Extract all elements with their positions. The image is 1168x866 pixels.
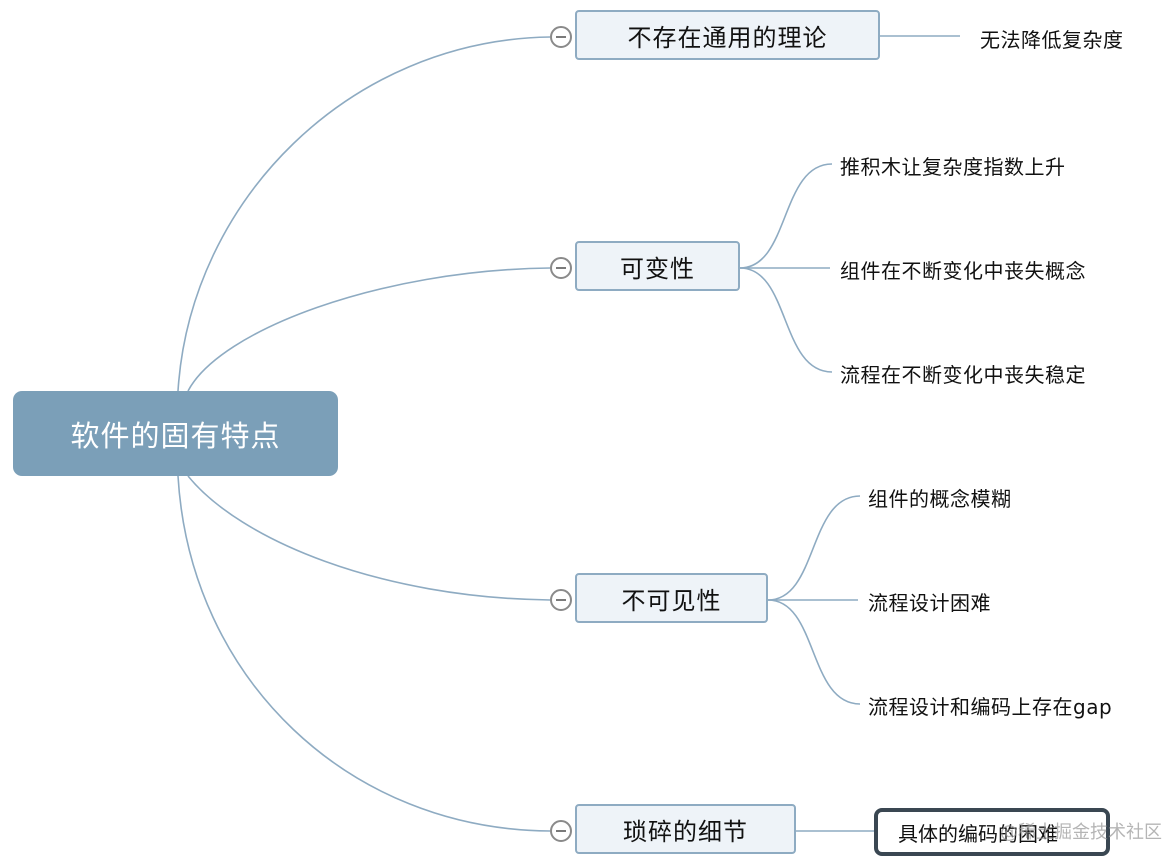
root-topic[interactable]: 软件的固有特点 xyxy=(13,391,338,476)
leaf-topic-4-1-selected[interactable]: 具体的编码的困难 xyxy=(874,808,1110,856)
collapse-branch-2-minus-circle-icon[interactable] xyxy=(550,257,572,279)
branch-topic-3[interactable]: 不可见性 xyxy=(575,573,768,623)
leaf-topic-3-3[interactable]: 流程设计和编码上存在gap xyxy=(868,691,1112,720)
leaf-topic-1-1-label: 无法降低复杂度 xyxy=(980,28,1124,52)
leaf-topic-2-1[interactable]: 推积木让复杂度指数上升 xyxy=(840,151,1066,180)
collapse-branch-3-minus-circle-icon[interactable] xyxy=(550,589,572,611)
watermark: @稀土掘金技术社区 xyxy=(1000,822,1162,843)
branch-topic-1-label: 不存在通用的理论 xyxy=(627,23,828,52)
collapse-branch-4-minus-circle-icon[interactable] xyxy=(550,820,572,842)
connector-branch-2-leaf-1 xyxy=(739,163,833,269)
root-topic-label: 软件的固有特点 xyxy=(70,418,281,453)
branch-topic-1[interactable]: 不存在通用的理论 xyxy=(575,10,880,60)
connector-root-branch-4 xyxy=(177,475,551,832)
connector-root-branch-1 xyxy=(177,36,551,392)
leaf-topic-3-1[interactable]: 组件的概念模糊 xyxy=(868,483,1012,512)
leaf-topic-3-1-label: 组件的概念模糊 xyxy=(868,487,1012,511)
leaf-topic-2-1-label: 推积木让复杂度指数上升 xyxy=(840,155,1066,179)
leaf-topic-4-1-label: 具体的编码的困难 xyxy=(898,821,1058,846)
leaf-topic-2-2-label: 组件在不断变化中丧失概念 xyxy=(840,259,1086,283)
leaf-topic-3-2-label: 流程设计困难 xyxy=(868,591,991,615)
branch-topic-2[interactable]: 可变性 xyxy=(575,241,740,291)
connector-branch-2-leaf-3 xyxy=(739,267,833,373)
leaf-topic-2-3[interactable]: 流程在不断变化中丧失稳定 xyxy=(840,359,1086,388)
branch-topic-3-label: 不可见性 xyxy=(621,586,722,615)
leaf-topic-2-2[interactable]: 组件在不断变化中丧失概念 xyxy=(840,255,1086,284)
collapse-branch-1-minus-circle-icon[interactable] xyxy=(550,26,572,48)
leaf-topic-2-3-label: 流程在不断变化中丧失稳定 xyxy=(840,363,1086,387)
leaf-topic-3-3-label: 流程设计和编码上存在gap xyxy=(868,695,1113,719)
connector-branch-3-leaf-3 xyxy=(767,599,861,705)
connector-root-branch-2 xyxy=(187,267,551,392)
connector-branch-3-leaf-1 xyxy=(767,495,861,601)
connector-root-branch-3 xyxy=(187,475,551,601)
leaf-topic-3-2[interactable]: 流程设计困难 xyxy=(868,587,991,616)
branch-topic-4-label: 琐碎的细节 xyxy=(623,817,748,846)
branch-topic-4[interactable]: 琐碎的细节 xyxy=(575,804,796,854)
branch-topic-2-label: 可变性 xyxy=(620,254,695,283)
leaf-topic-1-1[interactable]: 无法降低复杂度 xyxy=(980,24,1124,53)
